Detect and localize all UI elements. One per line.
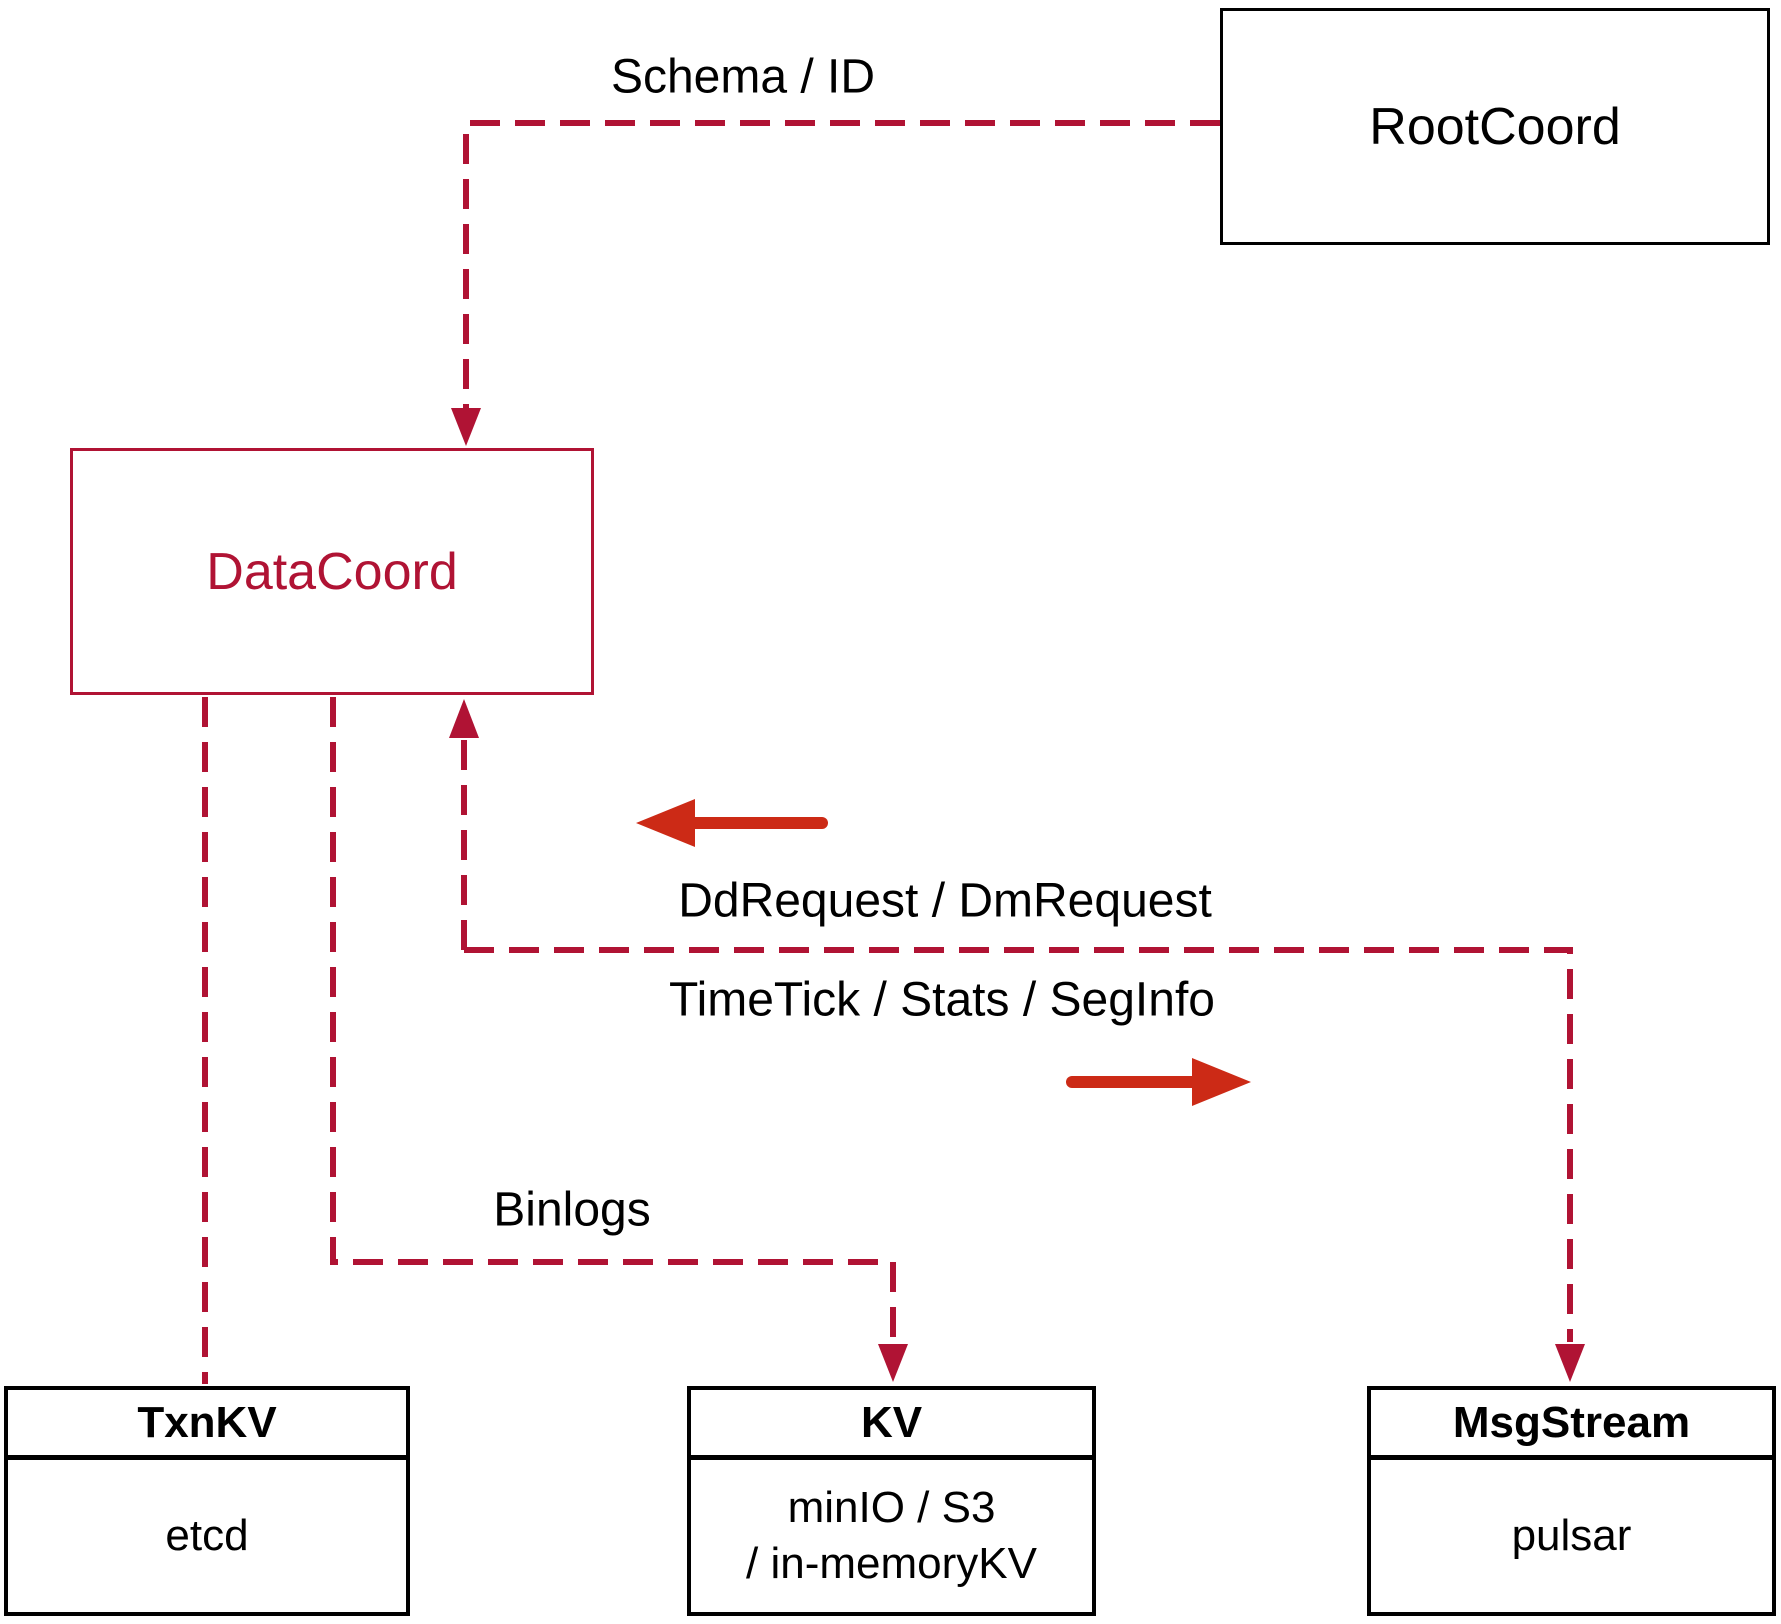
arrowhead-down-kv-icon — [878, 1344, 908, 1382]
ddrequest-dmrequest-edge-label: DdRequest / DmRequest — [678, 874, 1212, 928]
kv-title: KV — [691, 1390, 1092, 1460]
kv-node: KV minIO / S3 / in-memoryKV — [687, 1386, 1096, 1616]
txnkv-node: TxnKV etcd — [4, 1386, 410, 1616]
arrowhead-down-datacoord-icon — [451, 408, 481, 446]
datacoord-node: DataCoord — [70, 448, 594, 695]
arrowhead-down-msgstream-icon — [1555, 1344, 1585, 1382]
edge-msgstream-datacoord-line — [464, 947, 1573, 1342]
schema-id-edge-label: Schema / ID — [610, 50, 876, 104]
timetick-stats-seginfo-edge-label: TimeTick / Stats / SegInfo — [669, 973, 1215, 1027]
binlogs-edge-label: Binlogs — [493, 1183, 651, 1237]
txnkv-title: TxnKV — [8, 1390, 406, 1460]
msgstream-title: MsgStream — [1371, 1390, 1772, 1460]
msgstream-impl: pulsar — [1511, 1511, 1632, 1560]
txnkv-impl: etcd — [165, 1511, 249, 1560]
right-arrow-icon — [1192, 1058, 1251, 1106]
kv-impl-line1: minIO / S3 — [787, 1483, 996, 1532]
kv-impl-line2: / in-memoryKV — [746, 1539, 1037, 1588]
datacoord-label: DataCoord — [206, 542, 458, 601]
edge-schema-id-line — [463, 120, 1220, 408]
arrowhead-up-datacoord-icon — [449, 699, 479, 738]
msgstream-node: MsgStream pulsar — [1367, 1386, 1776, 1616]
rootcoord-node: RootCoord — [1220, 8, 1770, 245]
left-arrow-icon — [636, 799, 695, 847]
edge-binlogs-line — [330, 697, 896, 1342]
rootcoord-label: RootCoord — [1369, 97, 1621, 156]
